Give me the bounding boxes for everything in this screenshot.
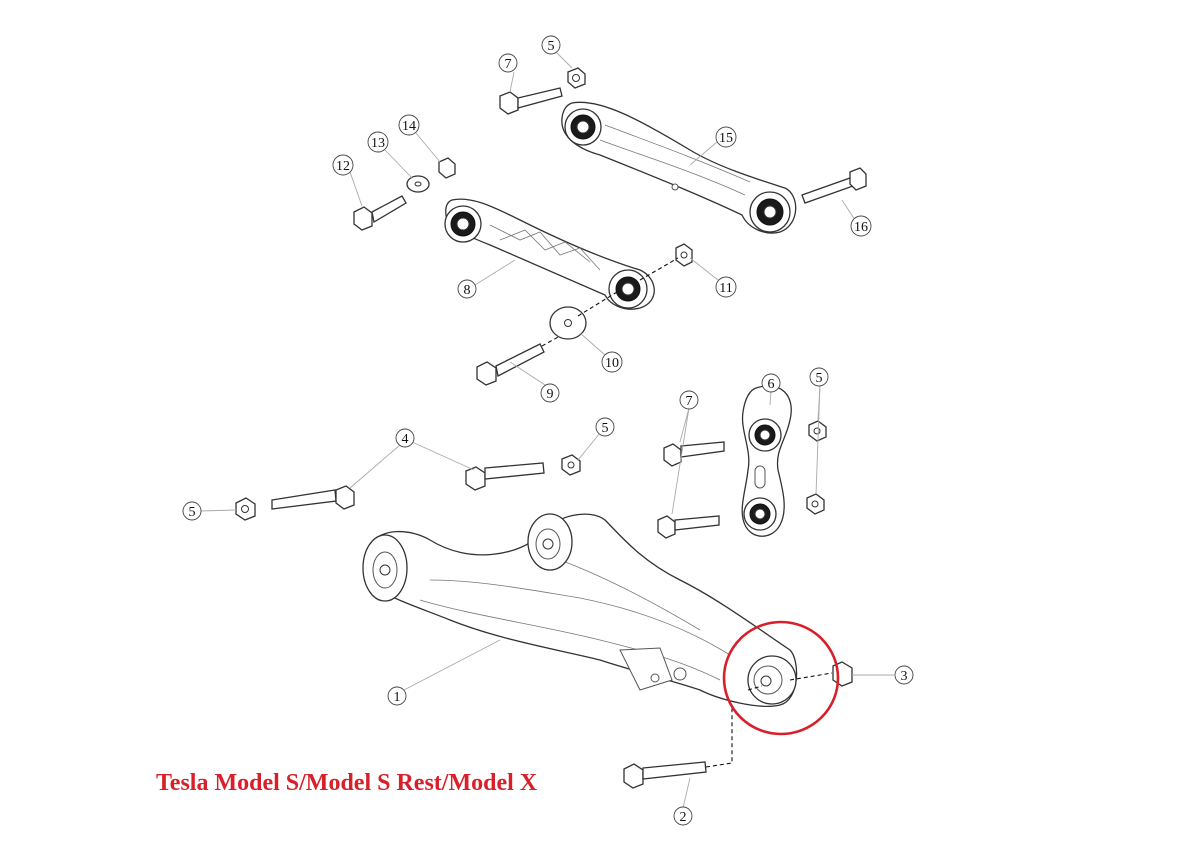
svg-text:6: 6 xyxy=(768,377,775,392)
callout-7-top: 7 xyxy=(498,53,518,73)
callout-6: 6 xyxy=(761,373,781,393)
callout-7-lower: 7 xyxy=(679,390,699,410)
link-8 xyxy=(444,198,655,310)
svg-text:4: 4 xyxy=(402,432,409,447)
bolt-2 xyxy=(623,761,707,789)
callout-3: 3 xyxy=(894,665,914,685)
callout-5-mid: 5 xyxy=(595,417,615,437)
svg-text:11: 11 xyxy=(719,281,732,296)
callout-5-top: 5 xyxy=(541,35,561,55)
svg-text:7: 7 xyxy=(686,394,693,409)
callout-5-link: 5 xyxy=(809,367,829,387)
callout-10: 10 xyxy=(601,351,623,373)
svg-text:5: 5 xyxy=(548,39,555,54)
callout-8: 8 xyxy=(457,279,477,299)
svg-text:15: 15 xyxy=(719,131,733,146)
washer-10 xyxy=(549,306,587,340)
bolt-4-a xyxy=(465,462,545,491)
svg-text:5: 5 xyxy=(602,421,609,436)
callout-9: 9 xyxy=(540,383,560,403)
callout-15: 15 xyxy=(715,126,737,148)
nut-5-b xyxy=(235,497,256,521)
svg-text:9: 9 xyxy=(547,387,554,402)
svg-text:12: 12 xyxy=(336,159,350,174)
callout-5-left: 5 xyxy=(182,501,202,521)
svg-text:5: 5 xyxy=(816,371,823,386)
callout-labels: 5 7 15 16 14 13 12 8 11 10 9 6 5 7 5 4 5… xyxy=(182,35,914,826)
bolt-9 xyxy=(476,343,545,386)
callout-2: 2 xyxy=(673,806,693,826)
callout-16: 16 xyxy=(850,215,872,237)
bolt-7-lower xyxy=(663,441,725,467)
nut-5-link xyxy=(806,420,827,515)
svg-text:14: 14 xyxy=(402,119,416,134)
nut-14 xyxy=(438,157,456,179)
lower-control-arm-1 xyxy=(362,513,798,707)
link-6 xyxy=(741,385,792,537)
svg-text:3: 3 xyxy=(901,669,908,684)
svg-text:2: 2 xyxy=(680,810,687,825)
bolt-16 xyxy=(801,167,867,204)
washer-11 xyxy=(675,243,693,267)
highlight-circle xyxy=(722,620,840,736)
washer-13 xyxy=(406,175,430,193)
washer-5-a xyxy=(561,454,581,476)
svg-text:1: 1 xyxy=(394,690,401,705)
svg-text:10: 10 xyxy=(605,356,619,371)
bolt-7-upper xyxy=(499,87,563,115)
svg-text:7: 7 xyxy=(505,57,512,72)
leader-lines xyxy=(199,51,894,809)
callout-4: 4 xyxy=(395,428,415,448)
svg-text:13: 13 xyxy=(371,136,385,151)
bolt-7b-lower xyxy=(657,515,720,539)
bolt-12 xyxy=(353,195,407,231)
callout-11: 11 xyxy=(715,276,737,298)
svg-text:8: 8 xyxy=(464,283,471,298)
bolt-4-b xyxy=(271,485,355,510)
svg-text:16: 16 xyxy=(854,220,868,235)
callout-12: 12 xyxy=(332,154,354,176)
vehicle-model-caption: Tesla Model S/Model S Rest/Model X xyxy=(156,770,538,796)
callout-13: 13 xyxy=(367,131,389,153)
callout-14: 14 xyxy=(398,114,420,136)
upper-link-15 xyxy=(561,101,797,234)
svg-text:5: 5 xyxy=(189,505,196,520)
washer-5-upper xyxy=(567,67,586,89)
callout-1: 1 xyxy=(387,686,407,706)
